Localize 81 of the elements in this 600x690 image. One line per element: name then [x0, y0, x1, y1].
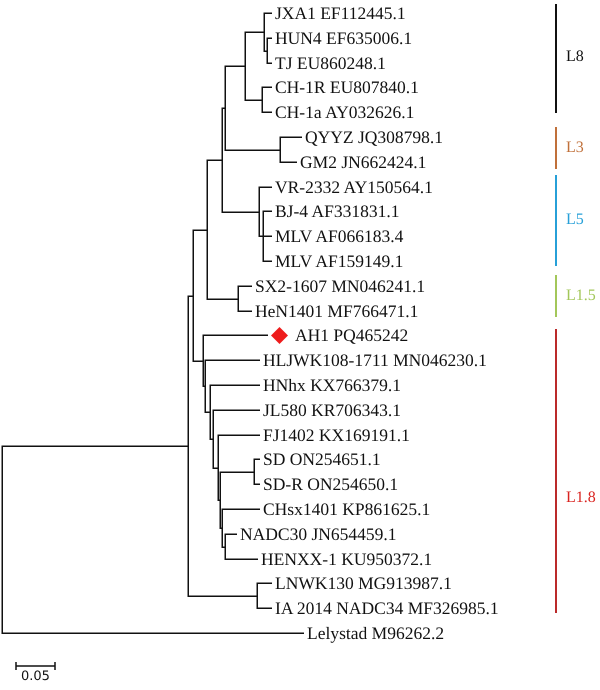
tree-branch — [256, 582, 272, 597]
tree-branch — [266, 50, 272, 64]
tree-branch — [262, 235, 272, 262]
tree-branch — [187, 445, 258, 597]
tree-branch — [262, 210, 272, 237]
tree-branch — [279, 136, 302, 151]
taxon-label: VR-2332 AY150564.1 — [275, 177, 433, 197]
tree-branch — [219, 499, 223, 529]
tree-branch — [192, 229, 208, 297]
tree-branch — [187, 295, 194, 447]
taxon-label: HUN4 EF635006.1 — [275, 28, 412, 48]
clade-label: L1.5 — [566, 286, 596, 306]
taxon-label: BJ-4 AF331831.1 — [275, 201, 400, 221]
taxon-label: LNWK130 MG913987.1 — [275, 573, 452, 593]
tree-branch — [219, 471, 255, 501]
tree-branch — [253, 458, 260, 473]
taxon-label: TJ EU860248.1 — [275, 53, 386, 73]
taxon-label: CHsx1401 KP861625.1 — [263, 499, 430, 519]
tree-branch — [263, 12, 272, 33]
taxon-label: SD-R ON254650.1 — [263, 474, 398, 494]
taxon-label: HNhx KX766379.1 — [263, 375, 402, 395]
tree-branch — [244, 65, 263, 101]
tree-branch — [262, 235, 272, 237]
tree-branch — [202, 360, 206, 387]
tree-branch — [217, 467, 221, 501]
tree-branch — [202, 334, 268, 362]
tree-branch — [279, 149, 297, 163]
taxon-label: GM2 JN662424.1 — [300, 152, 426, 172]
taxon-label: AH1 PQ465242 — [295, 325, 408, 345]
taxon-label: JXA1 EF112445.1 — [275, 3, 406, 23]
tree-branch — [206, 159, 223, 231]
taxon-label: IA 2014 NADC34 MF326985.1 — [275, 598, 499, 618]
taxon-label: HeN1401 MF766471.1 — [255, 301, 418, 321]
taxon-label: CH-1a AY032626.1 — [275, 102, 414, 122]
tree-branch — [206, 229, 239, 300]
tree-branch — [209, 384, 260, 413]
tree-branch — [221, 159, 260, 213]
taxon-label: NADC30 JN654459.1 — [240, 524, 397, 544]
tree-branch — [258, 211, 264, 237]
taxon-label: JL580 KR706343.1 — [263, 400, 402, 420]
tree-branch — [204, 385, 211, 413]
tree-branch — [221, 527, 226, 548]
tree-branch — [224, 533, 237, 548]
clade-label: L8 — [566, 47, 584, 67]
tree-branch — [256, 595, 272, 609]
tree-branch — [212, 409, 260, 440]
tree-branch — [221, 107, 226, 161]
tree-branch — [217, 434, 260, 469]
tree-branch — [224, 107, 281, 151]
clade-label: L5 — [566, 210, 584, 230]
tree-branch — [209, 411, 214, 440]
tree-branch — [212, 438, 219, 469]
tree-branch — [263, 31, 268, 52]
tree-branch — [266, 37, 272, 52]
taxon-label: Lelystad M96262.2 — [307, 623, 444, 643]
taxon-label: HENXX-1 KU950372.1 — [261, 549, 432, 569]
tree-branch — [237, 285, 252, 300]
tree-branch — [261, 86, 272, 101]
tree-branch — [204, 359, 260, 387]
tree-branch — [224, 546, 258, 560]
clade-label: L1.8 — [566, 488, 596, 508]
tree-branch — [1, 539, 304, 634]
taxon-label: MLV AF066183.4 — [275, 226, 404, 246]
tree-branch — [192, 295, 204, 362]
tree-branch — [258, 186, 272, 213]
taxon-label: QYYZ JQ308798.1 — [305, 127, 444, 147]
taxon-label: SD ON254651.1 — [263, 449, 381, 469]
taxon-label: FJ1402 KX169191.1 — [263, 425, 410, 445]
taxon-label: MLV AF159149.1 — [275, 251, 404, 271]
clade-label: L3 — [566, 138, 584, 158]
tree-branch — [221, 508, 260, 529]
tree-branch — [253, 471, 260, 485]
taxon-label: HLJWK108-1711 MN046230.1 — [263, 350, 487, 370]
tree-branch — [224, 65, 246, 109]
tree-branch — [237, 298, 252, 312]
tree-branch — [261, 99, 272, 113]
scale-value: 0.05 — [21, 669, 50, 685]
tree-branch — [1, 445, 189, 541]
tree-branch — [244, 31, 265, 67]
taxon-label: CH-1R EU807840.1 — [275, 77, 419, 97]
taxon-label: SX2-1607 MN046241.1 — [255, 276, 426, 296]
